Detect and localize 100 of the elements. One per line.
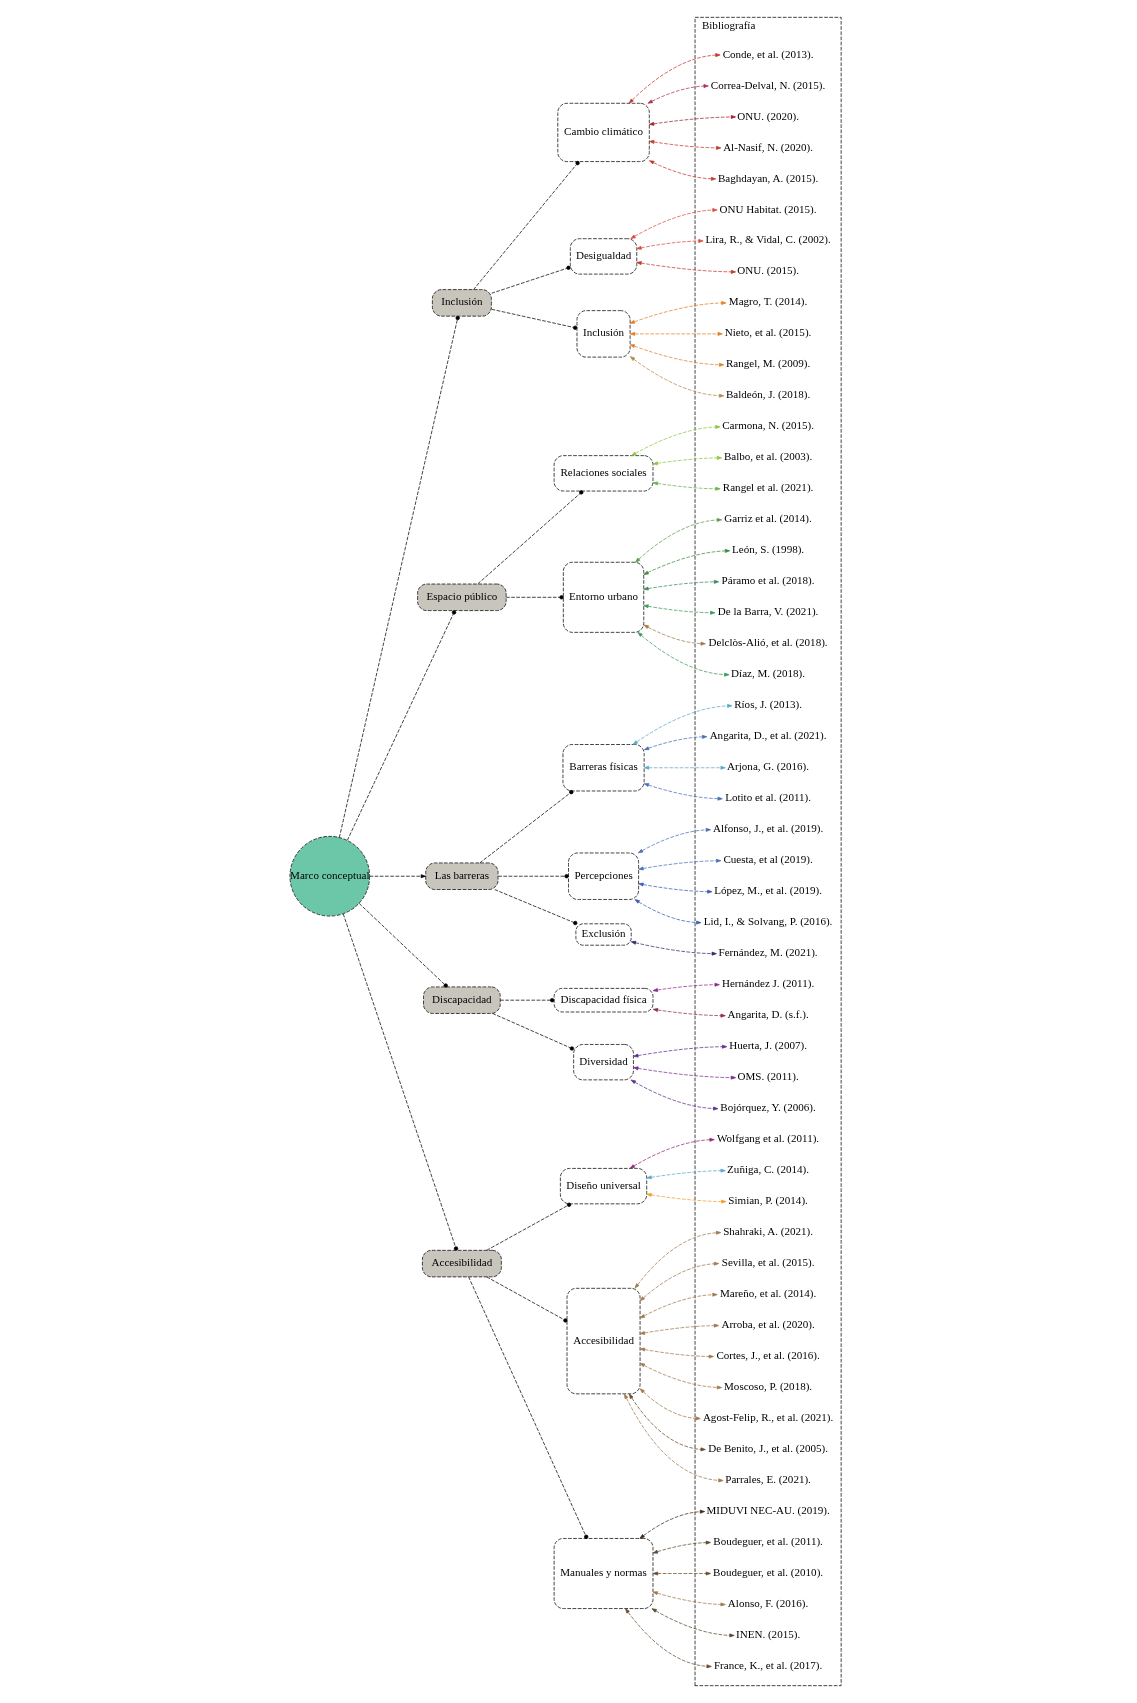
connector bbox=[491, 308, 578, 330]
arrow bbox=[652, 1571, 711, 1576]
node-text: Díaz, M. (2018). bbox=[731, 667, 806, 680]
arrow bbox=[651, 1608, 735, 1638]
connector bbox=[468, 1276, 589, 1539]
arrow bbox=[647, 84, 709, 104]
arrow bbox=[629, 301, 727, 324]
connector bbox=[486, 1276, 568, 1323]
arrow bbox=[643, 783, 723, 801]
arrow bbox=[636, 239, 704, 250]
arrow bbox=[639, 1388, 701, 1421]
arrow bbox=[652, 982, 720, 992]
node-text: Cortes, J., et al. (2016). bbox=[716, 1349, 820, 1362]
node-text: Angarita, D. (s.f.). bbox=[727, 1008, 809, 1021]
node-text: Angarita, D., et al. (2021). bbox=[709, 729, 827, 742]
node-text: Alfonso, J., et al. (2019). bbox=[713, 822, 824, 835]
arrow bbox=[638, 882, 713, 894]
node-text: Carmona, N. (2015). bbox=[722, 419, 814, 432]
arrow bbox=[644, 765, 726, 770]
node-text: Sevilla, et al. (2015). bbox=[721, 1256, 815, 1269]
arrow bbox=[652, 455, 722, 466]
node-text: Conde, et al. (2013). bbox=[722, 47, 814, 60]
arrow bbox=[633, 1066, 736, 1080]
node-text: France, K., et al. (2017). bbox=[713, 1659, 823, 1672]
arrow bbox=[639, 1347, 714, 1359]
arrow bbox=[633, 1044, 728, 1058]
arrow bbox=[628, 53, 721, 104]
node-text: Parrales, E. (2021). bbox=[725, 1473, 811, 1486]
node-text: Arjona, G. (2016). bbox=[727, 760, 810, 773]
node-box: Desigualdad bbox=[569, 238, 638, 275]
connector bbox=[477, 490, 584, 585]
arrow bbox=[639, 1292, 718, 1319]
node-box: Cambio climático bbox=[557, 102, 650, 162]
connector bbox=[473, 160, 580, 290]
connector bbox=[486, 1202, 572, 1251]
node-text: Al-Nasif, N. (2020). bbox=[723, 140, 814, 153]
arrow bbox=[629, 344, 725, 367]
node-text: López, M., et al. (2019). bbox=[714, 884, 822, 897]
node-text: Rangel, M. (2009). bbox=[725, 357, 811, 370]
arrow bbox=[369, 874, 426, 879]
node-box: Entorno urbano bbox=[562, 561, 645, 633]
node-text: INEN. (2015). bbox=[736, 1628, 801, 1641]
node-text: Baldeón, J. (2018). bbox=[725, 388, 811, 401]
connector bbox=[479, 790, 574, 864]
node-box: Diversidad bbox=[573, 1044, 634, 1081]
connector bbox=[358, 903, 448, 988]
node-text: Magro, T. (2014). bbox=[728, 295, 808, 308]
node-box: Accesibilidad bbox=[422, 1249, 502, 1278]
arrow bbox=[634, 1230, 722, 1289]
node-box: Inclusión bbox=[432, 289, 492, 317]
node-box: Discapacidad bbox=[423, 986, 501, 1014]
node-text: Delclòs-Alió, et al. (2018). bbox=[708, 636, 828, 649]
arrow bbox=[649, 115, 736, 126]
arrow bbox=[629, 356, 725, 398]
arrow bbox=[649, 160, 717, 181]
node-text: León, S. (1998). bbox=[732, 543, 805, 556]
node-text: ONU Habitat. (2015). bbox=[719, 202, 817, 215]
node-text: Moscoso, P. (2018). bbox=[724, 1380, 813, 1393]
arrow bbox=[628, 1393, 706, 1452]
node-text: Wolfgang et al. (2011). bbox=[717, 1132, 820, 1145]
node-text: MIDUVI NEC-AU. (2019). bbox=[706, 1504, 830, 1517]
connector bbox=[505, 595, 564, 600]
node-text: Agost-Felip, R., et al. (2021). bbox=[702, 1411, 834, 1424]
node-box: Discapacidad física bbox=[553, 988, 654, 1013]
arrow bbox=[634, 899, 702, 925]
node-text: Fernández, M. (2021). bbox=[718, 946, 818, 959]
node-text: De Benito, J., et al. (2005). bbox=[708, 1442, 828, 1455]
arrow bbox=[637, 827, 711, 854]
arrow bbox=[638, 858, 722, 871]
connector bbox=[498, 874, 569, 879]
node-text: OMS. (2011). bbox=[737, 1070, 799, 1083]
arrow bbox=[635, 518, 722, 563]
node-text: Bojórquez, Y. (2006). bbox=[720, 1101, 816, 1114]
arrow bbox=[643, 549, 731, 575]
node-text: Boudeguer, et al. (2011). bbox=[713, 1535, 823, 1548]
arrow bbox=[643, 624, 706, 646]
arrow bbox=[637, 632, 730, 677]
node-text: Alonso, F. (2016). bbox=[727, 1597, 809, 1610]
arrow bbox=[646, 1168, 726, 1180]
arrow bbox=[644, 734, 708, 751]
node-box: Accesibilidad bbox=[566, 1287, 641, 1395]
arrow bbox=[652, 1591, 726, 1607]
node-text: Boudeguer, et al. (2010). bbox=[713, 1566, 824, 1579]
arrow bbox=[639, 1261, 720, 1302]
arrow bbox=[631, 425, 721, 456]
node-text: ONU. (2015). bbox=[737, 264, 799, 277]
node-circle: Marco conceptual bbox=[289, 836, 370, 917]
node-text: Huerta, J. (2007). bbox=[729, 1039, 807, 1052]
node-box: Las barreras bbox=[425, 862, 499, 890]
arrow bbox=[639, 1509, 705, 1539]
node-text: Simian, P. (2014). bbox=[728, 1194, 808, 1207]
node-text: Garriz et al. (2014). bbox=[724, 512, 812, 525]
node-box: Barreras físicas bbox=[562, 744, 645, 792]
arrow bbox=[636, 261, 736, 274]
arrow bbox=[639, 1323, 720, 1335]
connector bbox=[342, 913, 459, 1251]
node-text: Páramo et al. (2018). bbox=[721, 574, 815, 587]
node-text: Lira, R., & Vidal, C. (2002). bbox=[705, 233, 831, 246]
arrow bbox=[652, 1008, 726, 1018]
node-box: Exclusión bbox=[575, 923, 632, 946]
